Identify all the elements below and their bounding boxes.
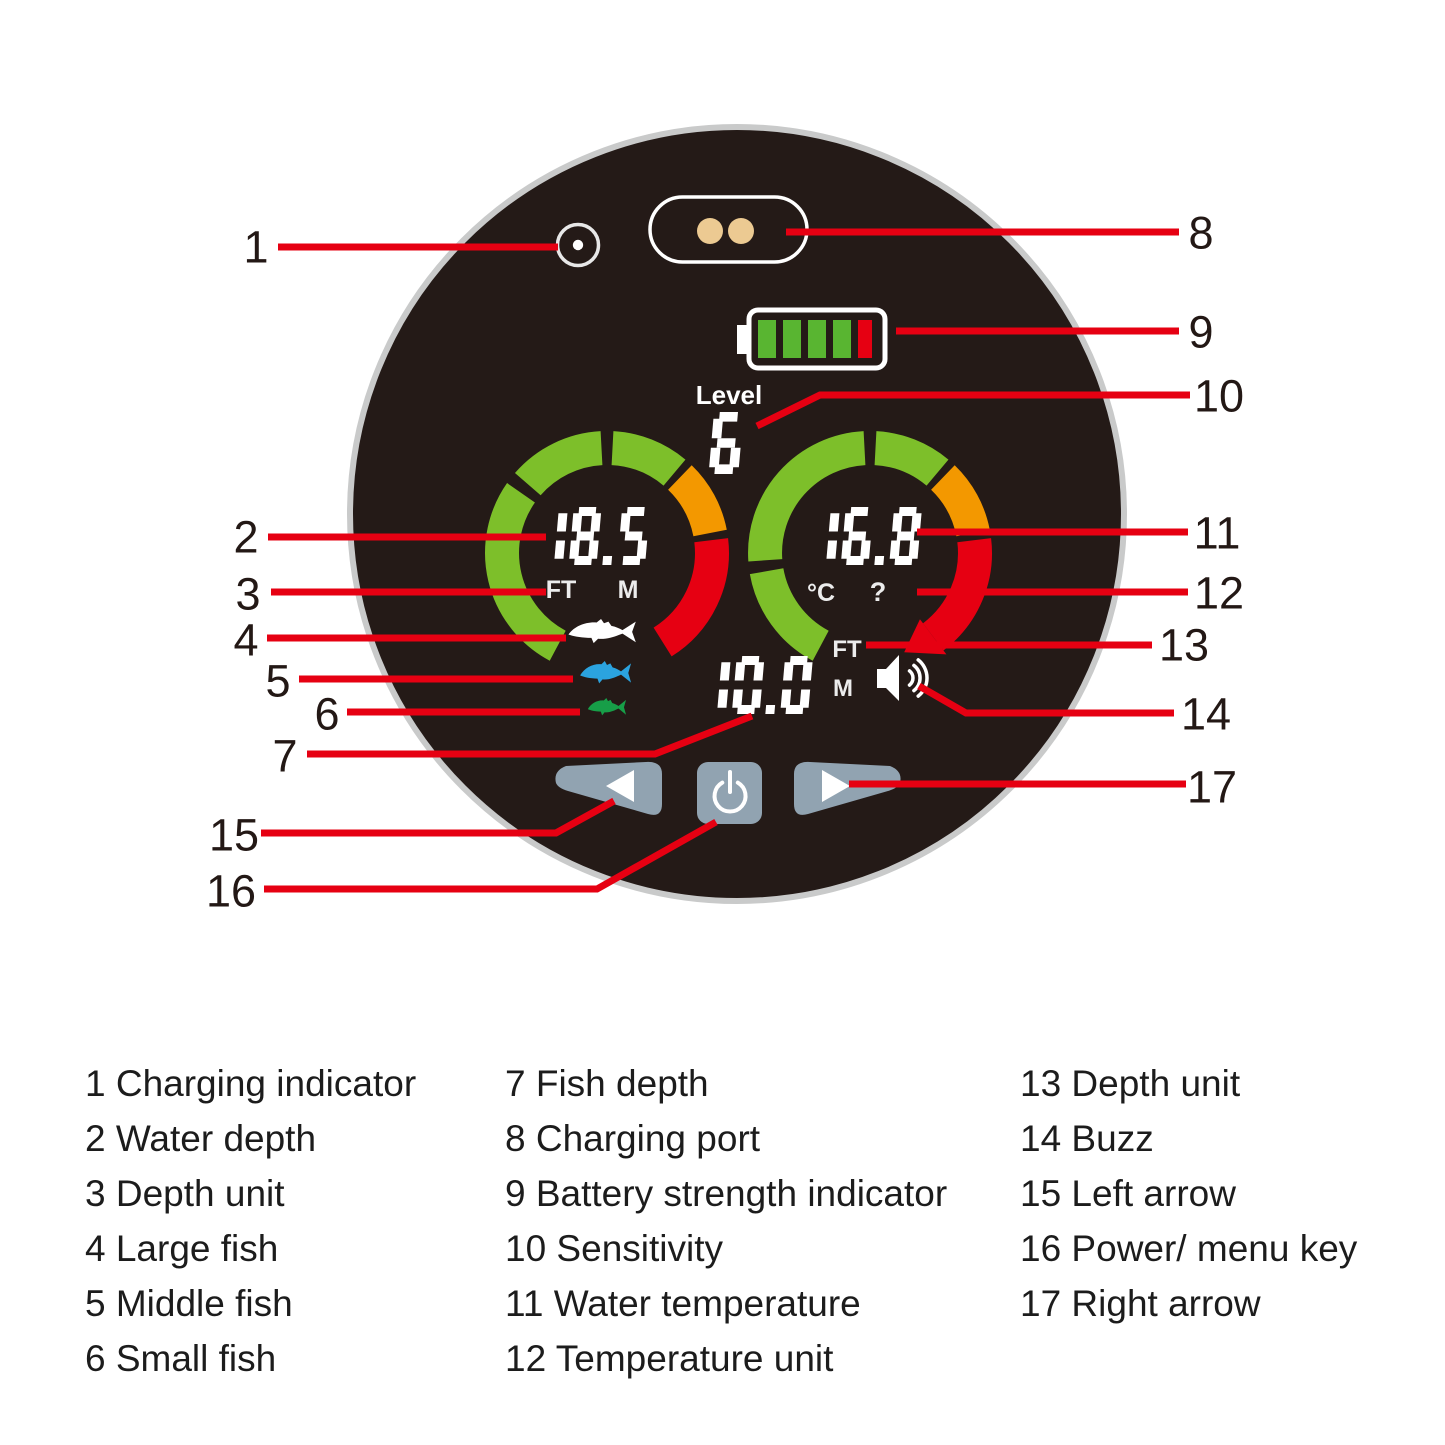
gauge-arc [610,431,686,487]
small-fish-icon [587,698,627,716]
legend-item: 14 Buzz [1020,1118,1154,1159]
callout-number-11: 11 [1193,507,1241,559]
gauge-arc [514,431,604,496]
callout-number-2: 2 [233,511,259,563]
sound-wave [907,669,915,687]
callout-number-4: 4 [233,614,259,666]
water-depth-unit-m: M [618,576,639,604]
right-arrow-button[interactable] [794,761,901,815]
water-depth-gauge [485,431,729,661]
water-temperature-value [826,507,922,565]
gauge-arc [485,483,567,661]
legend-item: 13 Depth unit [1020,1063,1241,1104]
legend-item: 7 Fish depth [505,1063,709,1104]
battery-bar [808,320,826,358]
legend-item: 1 Charging indicator [85,1063,417,1104]
left-arrow-button[interactable] [555,761,662,815]
legend-item: 11 Water temperature [505,1283,861,1324]
charging-pin [728,218,754,244]
battery-bar [833,320,851,358]
legend-item: 9 Battery strength indicator [505,1173,948,1214]
callout-number-5: 5 [265,655,291,707]
device-screen [347,124,1127,904]
left-arrow-icon [606,770,634,802]
legend-item: 17 Right arrow [1020,1283,1261,1324]
callout-number-16: 16 [205,865,257,917]
callout-number-6: 6 [314,688,340,740]
gauge-arc [667,465,727,537]
callout-number-9: 9 [1188,306,1214,358]
legend-item: 12 Temperature unit [505,1338,834,1379]
callout-number-15: 15 [208,809,260,861]
temperature-question-mark: ? [870,577,887,607]
power-menu-button[interactable] [697,762,762,824]
fish-depth-unit-ft: FT [832,636,862,663]
middle-fish-icon [580,661,632,684]
callout-line-7 [307,712,754,758]
sound-wave [912,663,922,693]
callout-number-12: 12 [1193,567,1245,619]
legend-item: 4 Large fish [85,1228,279,1269]
power-icon [712,770,748,814]
legend-item: 8 Charging port [505,1118,761,1159]
callout-line-10 [755,391,1190,430]
legend-item: 15 Left arrow [1020,1173,1236,1214]
legend-item: 3 Depth unit [85,1173,285,1214]
callout-number-3: 3 [235,568,261,620]
callout-line-14 [917,682,1174,717]
sensitivity-value [709,412,741,475]
battery-strength-indicator [737,307,888,371]
sensitivity-label: Level [696,380,763,410]
gauge-arc [873,431,949,487]
temperature-unit: °C [807,579,835,607]
callout-line-15 [261,797,616,837]
callout-number-13: 13 [1158,619,1210,671]
legend-item: 5 Middle fish [85,1283,293,1324]
battery-bar [758,320,776,358]
right-arrow-icon [822,770,850,802]
large-fish-icon [568,619,636,644]
water-depth-unit-ft: FT [546,576,577,604]
callout-line-16 [264,818,718,893]
legend-column-3: 13 Depth unit 14 Buzz 15 Left arrow 16 Powe… [1020,1056,1357,1331]
fish-depth-value [717,656,813,714]
charging-pin [697,218,723,244]
legend-column-2: 7 Fish depth 8 Charging port 9 Battery str… [505,1056,947,1386]
legend-item: 2 Water depth [85,1118,317,1159]
gauge-arc [653,538,729,657]
legend-column-1: 1 Charging indicator 2 Water depth 3 Depth… [85,1056,416,1386]
legend-item: 16 Power/ menu key [1020,1228,1358,1269]
buzzer-icon [877,655,929,701]
battery-bar [783,320,801,358]
battery-terminal [737,325,748,354]
gauge-arc [930,465,990,537]
legend-item: 10 Sensitivity [505,1228,723,1269]
water-depth-value [554,507,648,565]
fish-depth-unit-m: M [833,675,853,702]
callout-number-1: 1 [243,221,269,273]
callout-number-17: 17 [1186,761,1238,813]
legend-item: 6 Small fish [85,1338,277,1379]
callout-number-10: 10 [1193,370,1245,422]
gauge-arc [748,431,866,562]
callout-number-14: 14 [1180,688,1232,740]
gauge-arc [749,567,830,661]
callout-number-7: 7 [272,730,298,782]
callout-number-8: 8 [1188,207,1214,259]
sound-wave [916,658,929,698]
battery-bar-low [858,320,872,358]
